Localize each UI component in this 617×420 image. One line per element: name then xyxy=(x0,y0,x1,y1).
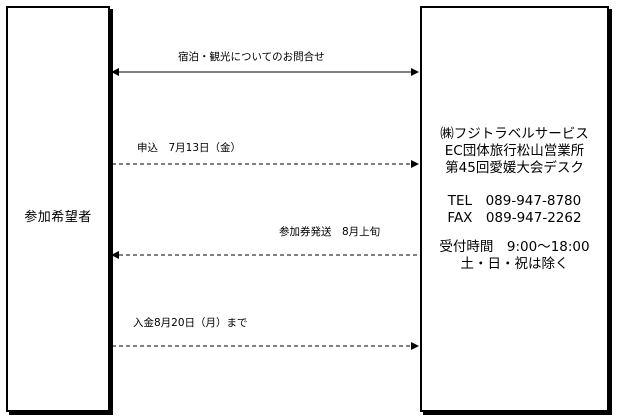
organizer-box: ㈱フジトラベルサービス EC団体旅行松山営業所 第45回愛媛大会デスク TEL … xyxy=(420,6,609,412)
closed-days: 土・日・祝は除く xyxy=(460,256,569,272)
payment-label: 入金8月20日（月）まで xyxy=(133,317,248,329)
branch-name: EC団体旅行松山営業所 xyxy=(444,143,585,159)
desk-name: 第45回愛媛大会デスク xyxy=(445,160,584,176)
tel-number: TEL 089-947-8780 xyxy=(447,193,582,209)
ticket-label: 参加券発送 8月上旬 xyxy=(279,226,381,238)
organizer-info: ㈱フジトラベルサービス EC団体旅行松山営業所 第45回愛媛大会デスク TEL … xyxy=(422,126,607,273)
participant-box: 参加希望者 xyxy=(6,6,110,412)
inquiry-label: 宿泊・観光についてのお問合せ xyxy=(178,51,325,63)
participant-label: 参加希望者 xyxy=(24,210,92,225)
reception-hours: 受付時間 9:00～18:00 xyxy=(439,239,590,255)
fax-number: FAX 089-947-2262 xyxy=(447,210,582,226)
company-name: ㈱フジトラベルサービス xyxy=(440,126,589,142)
application-label: 申込 7月13日（金） xyxy=(137,142,242,154)
